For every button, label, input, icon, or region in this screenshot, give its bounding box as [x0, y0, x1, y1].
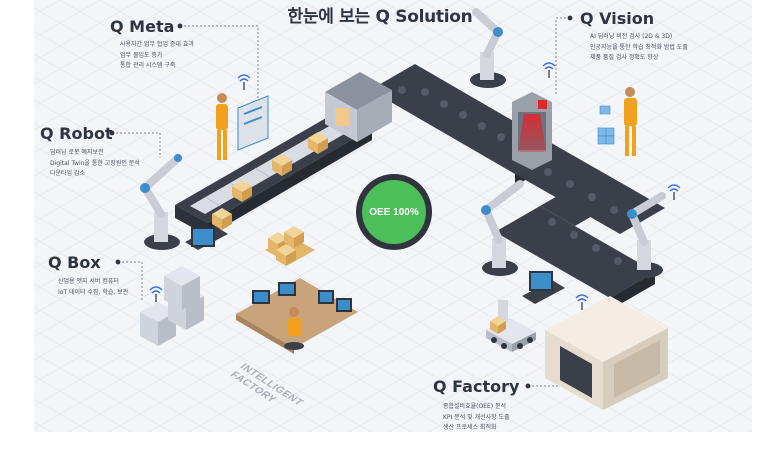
q-meta-title: Q Meta: [110, 17, 175, 36]
q-vision-line-2: 인공지능을 통한 학습 최적화 방법 도출: [590, 43, 688, 51]
q-factory-title: Q Factory: [433, 377, 520, 396]
vision-gate: [512, 92, 552, 170]
q-meta-line-1: 사용자간 업무 협업 증대 효과: [120, 41, 194, 48]
factory-building: [545, 296, 668, 410]
worker-meta: [216, 93, 269, 160]
q-factory-line-3: 생산 프로세스 최적화: [443, 424, 497, 431]
q-factory-description: 종합설비효율(OEE) 분석 KPI 분석 및 개선사항 도출 생산 프로세스 …: [443, 402, 510, 434]
q-meta-line-2: 업무 몰입도 증가: [120, 51, 163, 59]
q-box-description: 산업용 엣지 서버 컴퓨터 IoT 데이터 수집, 학습, 보관: [58, 277, 128, 298]
worker-desk: [236, 278, 358, 354]
q-factory-line-2: KPI 분석 및 개선사항 도출: [443, 413, 510, 421]
q-box-title: Q Box: [48, 253, 101, 272]
monitor-kiosk-right: [522, 271, 565, 304]
q-vision-description: AI 딥러닝 비전 검사 (2D & 3D) 인공지능을 통한 학습 최적화 방…: [590, 32, 688, 64]
robot-arm-mid: [481, 180, 524, 276]
q-robot-description: 딥러닝 로봇 예지보전 Digital Twin을 통한 고장원인 분석 다운타…: [50, 148, 140, 180]
q-vision-title: Q Vision: [580, 9, 655, 28]
q-box-line-2: IoT 데이터 수집, 학습, 보관: [58, 288, 129, 296]
page-title: 한눈에 보는 Q Solution: [287, 7, 473, 27]
q-robot-line-1: 딥러닝 로봇 예지보전: [50, 149, 104, 156]
robot-arm-right: [626, 192, 666, 278]
scanner-tunnel: [325, 72, 392, 142]
q-robot-title: Q Robot: [40, 124, 113, 143]
oee-label: OEE 100%: [362, 180, 426, 244]
monitor-kiosk-left: [185, 226, 228, 250]
wifi-signals: [149, 62, 681, 310]
q-robot-line-2: Digital Twin을 통한 고장원인 분석: [50, 159, 140, 167]
connector-dots: [109, 15, 573, 389]
robot-arm-top: [470, 8, 506, 88]
robot-arm-left: [139, 154, 182, 250]
q-box-line-1: 산업용 엣지 서버 컴퓨터: [58, 278, 119, 285]
agv-robot: [486, 300, 536, 352]
worker-vision: [597, 87, 637, 156]
edge-servers: [140, 266, 204, 346]
cargo-boxes: [212, 132, 328, 230]
q-robot-line-3: 다운타임 감소: [50, 170, 86, 177]
box-stack: [265, 226, 315, 266]
q-vision-line-1: AI 딥러닝 비전 검사 (2D & 3D): [590, 33, 673, 40]
q-factory-line-1: 종합설비효율(OEE) 분석: [443, 403, 507, 410]
q-meta-description: 사용자간 업무 협업 증대 효과 업무 몰입도 증가 통합 관리 시스템 구축: [120, 40, 194, 72]
q-vision-line-3: 제품 품질 검사 정확도 향상: [590, 54, 659, 61]
oee-gauge: OEE 100%: [356, 174, 432, 250]
q-meta-line-3: 통합 관리 시스템 구축: [120, 62, 176, 69]
